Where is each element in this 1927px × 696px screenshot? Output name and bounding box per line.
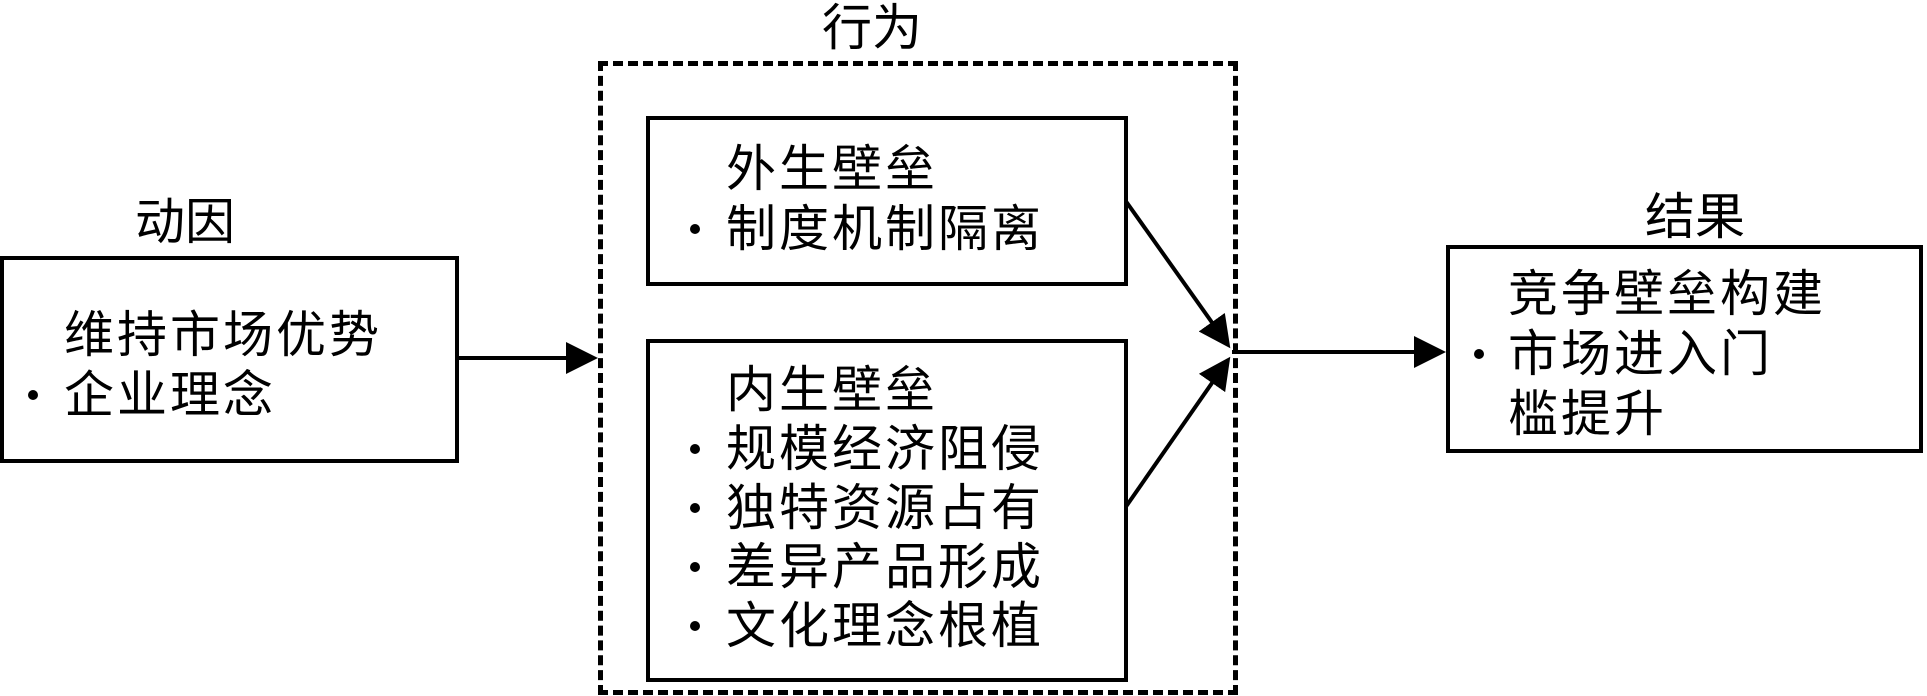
bullet-icon: [690, 224, 700, 234]
endogenous-item: 文化理念根植: [726, 597, 1044, 655]
result-box: 竞争壁垒构建 市场进入门 槛提升: [1446, 245, 1923, 453]
bullet-icon: [690, 621, 700, 631]
exogenous-item: 制度机制隔离: [726, 200, 1044, 258]
behavior-dashed-frame: [598, 61, 1238, 695]
bullet-icon: [690, 503, 700, 513]
arrow-endogenous-to-merge: [1123, 356, 1231, 510]
exogenous-heading: 外生壁垒: [726, 140, 938, 198]
result-title: 结果: [1645, 188, 1745, 246]
bullet-icon: [28, 390, 38, 400]
bullet-icon: [690, 444, 700, 454]
behavior-title: 行为: [822, 0, 922, 57]
endogenous-item: 差异产品形成: [726, 538, 1044, 596]
result-line: 竞争壁垒构建: [1508, 265, 1826, 323]
driver-line: 维持市场优势: [64, 306, 382, 364]
driver-line: 企业理念: [64, 366, 276, 424]
driver-title: 动因: [135, 193, 235, 251]
arrow-exogenous-to-merge: [1123, 198, 1231, 349]
bullet-icon: [1474, 349, 1484, 359]
exogenous-barrier-box: 外生壁垒 制度机制隔离: [646, 116, 1128, 286]
bullet-icon: [690, 562, 700, 572]
endogenous-heading: 内生壁垒: [726, 361, 938, 419]
endogenous-item: 独特资源占有: [726, 479, 1044, 537]
result-line: 槛提升: [1508, 385, 1667, 443]
endogenous-item: 规模经济阻侵: [726, 420, 1044, 478]
result-line: 市场进入门: [1508, 325, 1773, 383]
driver-box: 维持市场优势 企业理念: [0, 256, 459, 463]
endogenous-barrier-box: 内生壁垒 规模经济阻侵 独特资源占有 差异产品形成 文化理念根植: [646, 339, 1128, 682]
